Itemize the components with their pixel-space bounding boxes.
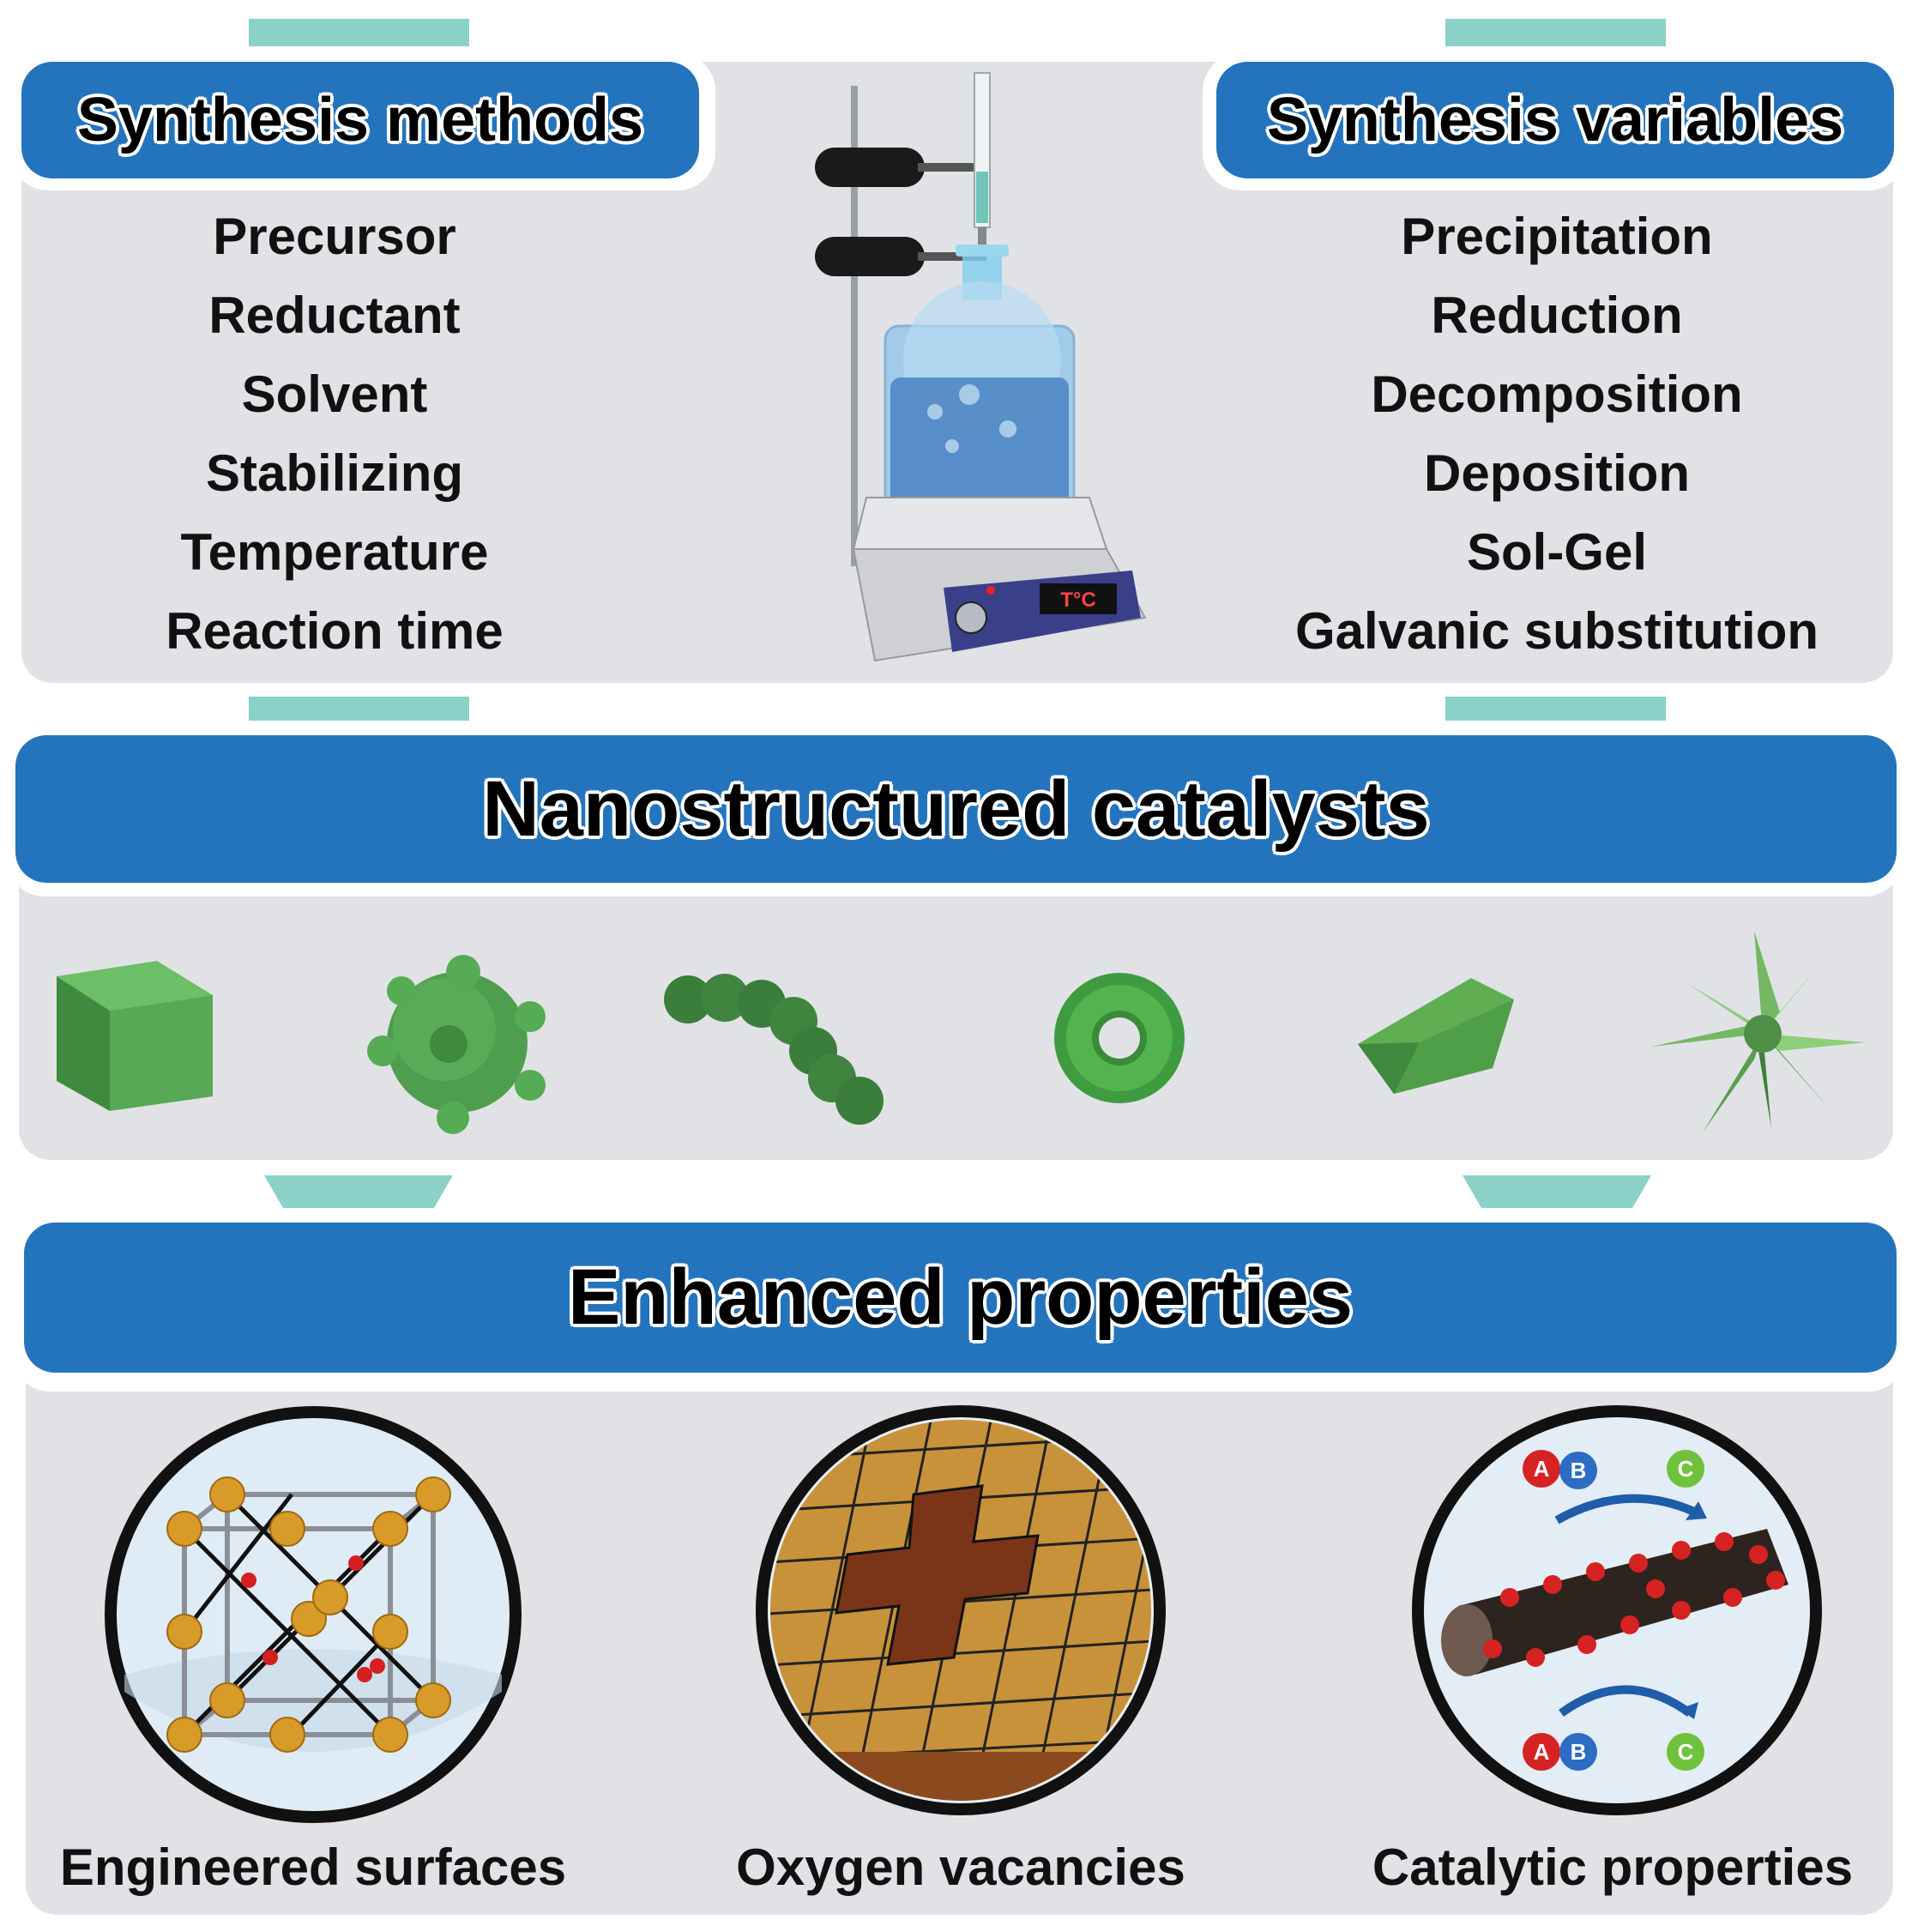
enhanced-properties-title: Enhanced properties: [24, 1223, 1897, 1373]
oxygen-vacancies-caption: Oxygen vacancies: [736, 1838, 1185, 1896]
vacancy-grid-icon: [756, 1405, 1166, 1815]
variables-item: Reduction: [1431, 287, 1683, 344]
variables-item: Decomposition: [1371, 365, 1743, 423]
nanostructured-catalysts-title: Nanostructured catalysts: [15, 735, 1897, 883]
connector-low-right: [1463, 1175, 1651, 1208]
star-cluster-icon: [1651, 931, 1866, 1132]
methods-item: Reductant: [208, 287, 461, 344]
cube-icon: [57, 961, 213, 1111]
reactant-b-label: B: [1571, 1458, 1587, 1483]
nanochain-icon: [664, 974, 884, 1125]
connector-top-right: [1445, 19, 1666, 46]
catalytic-properties-caption: Catalytic properties: [1372, 1838, 1854, 1896]
variables-item: Sol-Gel: [1466, 523, 1648, 581]
reactant-a-label-bottom: A: [1534, 1739, 1550, 1765]
methods-item: Stabilizing: [206, 444, 463, 502]
methods-item: Precursor: [213, 208, 456, 265]
catalysts-panel: [19, 858, 1893, 1160]
variables-item: Galvanic substitution: [1294, 602, 1819, 660]
torus-icon: [1054, 973, 1185, 1103]
product-c-label-bottom: C: [1678, 1739, 1694, 1765]
catalyst-rod-icon: A B C A B C: [1412, 1405, 1822, 1815]
crystal-lattice-icon: [105, 1406, 522, 1823]
methods-item: Solvent: [241, 365, 428, 423]
hotplate-stirrer-apparatus-icon: T°C: [815, 72, 1147, 662]
temperature-display: T°C: [1060, 589, 1096, 612]
synthesis-variables-list: Precipitation Reduction Decomposition De…: [1235, 197, 1879, 671]
methods-item: Temperature: [180, 523, 489, 581]
reactant-a-label: A: [1534, 1456, 1550, 1482]
connector-mid-left: [249, 697, 469, 721]
variables-item: Deposition: [1424, 444, 1690, 502]
reactant-b-label-bottom: B: [1571, 1739, 1587, 1765]
synthesis-methods-title: Synthesis methods: [21, 62, 699, 178]
product-c-label: C: [1678, 1456, 1694, 1482]
variables-item: Precipitation: [1401, 208, 1713, 265]
polyhedron-icon: [1358, 978, 1514, 1094]
connector-mid-right: [1445, 697, 1666, 721]
methods-item: Reaction time: [166, 602, 504, 660]
synthesis-variables-title: Synthesis variables: [1216, 62, 1894, 178]
connector-low-left: [264, 1175, 453, 1208]
spiky-sphere-icon: [367, 955, 546, 1134]
engineered-surfaces-caption: Engineered surfaces: [59, 1838, 567, 1896]
connector-top-left: [249, 19, 469, 46]
synthesis-methods-list: Precursor Reductant Solvent Stabilizing …: [120, 197, 549, 671]
